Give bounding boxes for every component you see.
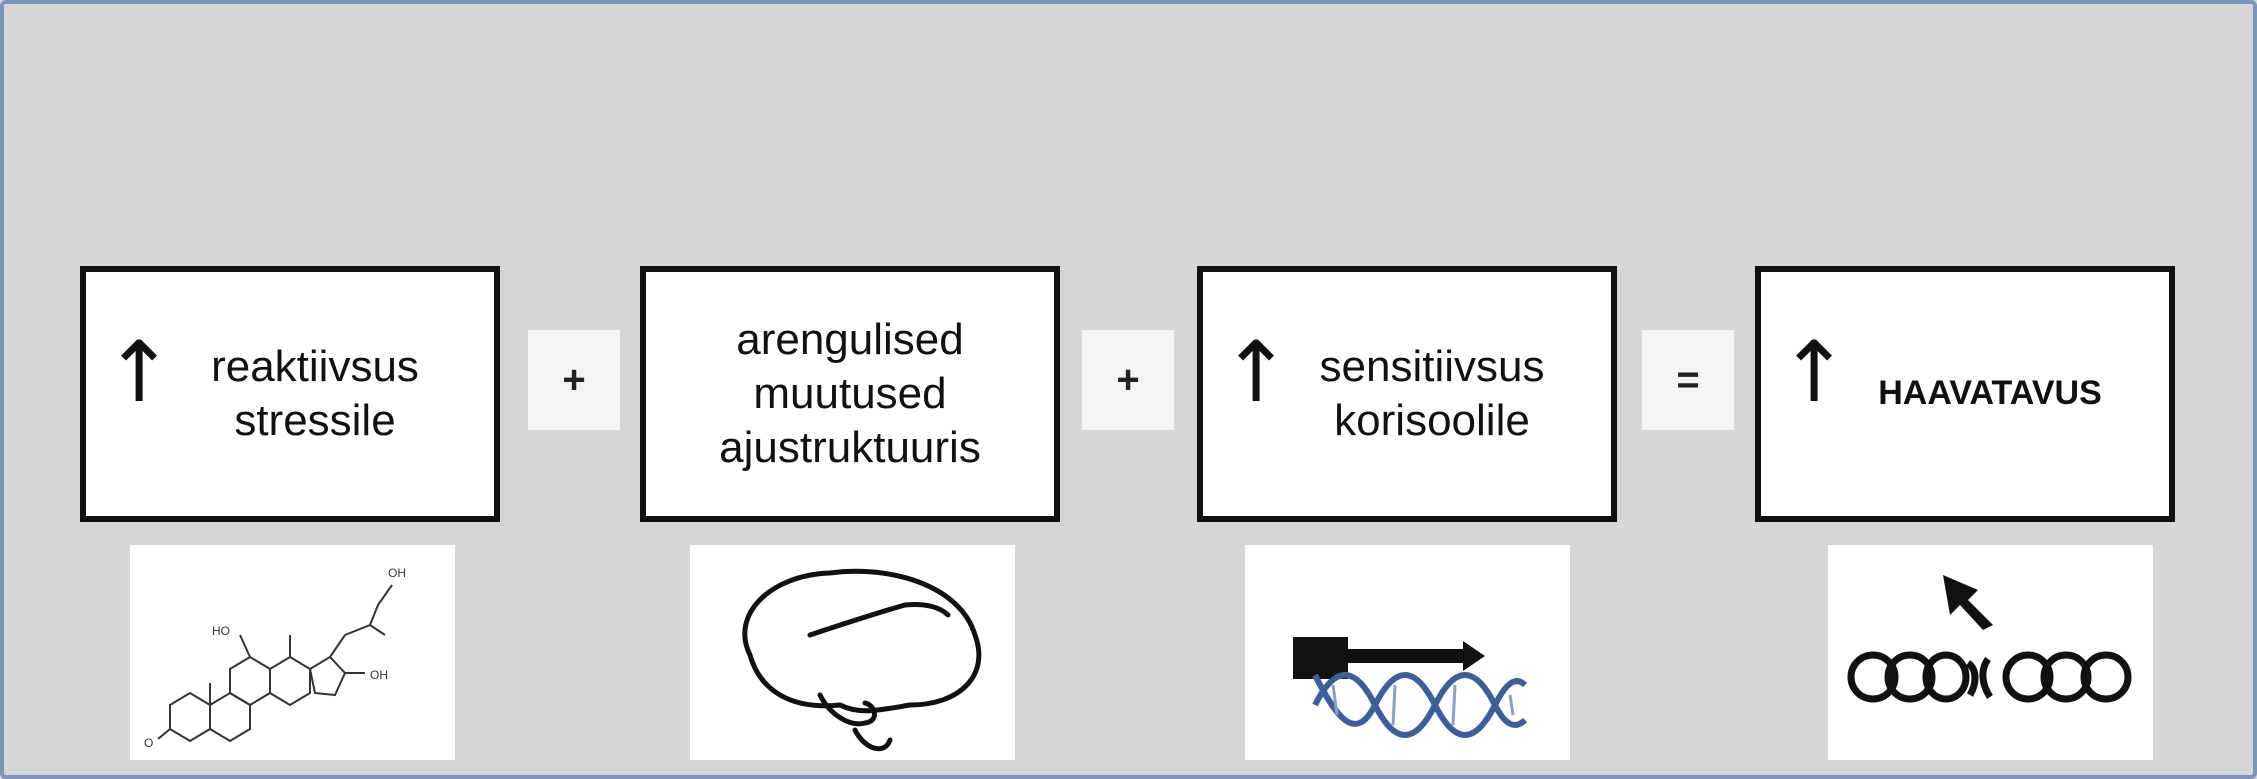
box-vulnerability: ↑ HAAVATAVUS	[1755, 266, 2175, 522]
up-arrow-icon: ↑	[104, 323, 175, 421]
molecule-label: OH	[370, 668, 388, 682]
box-stress-reactivity: ↑ reaktiivsus stressile	[80, 266, 500, 522]
plus-operator: +	[1082, 330, 1174, 430]
up-arrow-icon: ↑	[1221, 323, 1292, 421]
dna-helix-icon	[1245, 545, 1570, 760]
box-cortisol-sensitivity: ↑ sensitiivsus korisoolile	[1197, 266, 1617, 522]
molecule-label: OH	[388, 566, 406, 580]
up-arrow-icon: ↑	[1779, 323, 1850, 421]
equals-operator: =	[1642, 330, 1734, 430]
steroid-molecule-icon: OH HO OH O	[130, 545, 455, 760]
molecule-label: O	[144, 736, 153, 750]
dna-damage-icon	[1828, 545, 2153, 760]
molecule-label: HO	[212, 624, 230, 638]
plus-operator: +	[528, 330, 620, 430]
box-brain-structure-changes: arengulised muutused ajustruktuuris	[640, 266, 1060, 522]
box-label: sensitiivsus korisoolile	[1319, 342, 1545, 445]
box-label: reaktiivsus stressile	[211, 342, 419, 445]
box-label: HAAVATAVUS	[1878, 374, 2102, 413]
box-label: arengulised muutused ajustruktuuris	[719, 315, 981, 472]
brain-icon	[690, 545, 1015, 760]
